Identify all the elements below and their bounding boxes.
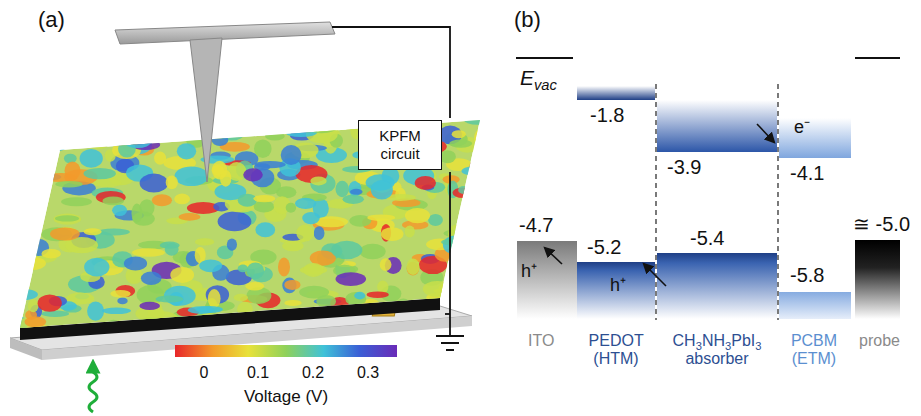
tick-label: 0 — [200, 364, 209, 382]
cantilever — [115, 22, 335, 44]
electron-arrow — [757, 124, 774, 142]
pcbm-homo — [779, 292, 851, 319]
layer-name: PCBM (ETM) — [791, 332, 837, 367]
tick-label: 0.2 — [302, 364, 324, 382]
energy-value: -1.8 — [590, 104, 624, 126]
energy-value: -4.7 — [519, 214, 553, 236]
panel-label: (b) — [514, 8, 541, 32]
layer-name: CH3NH3PbI3 absorber — [673, 332, 762, 367]
vacuum-level — [855, 57, 900, 59]
energy-value: -3.9 — [667, 156, 701, 178]
absorber-vb — [657, 253, 777, 319]
energy-value: ≅ -5.0 — [853, 213, 910, 235]
axis-title: Voltage (V) — [244, 388, 328, 407]
substrate-side — [10, 338, 42, 360]
probe-tip — [190, 38, 222, 182]
box-label: KPFM circuit — [363, 127, 437, 163]
energy-value: -5.4 — [690, 227, 724, 249]
layer-name: probe — [859, 332, 900, 350]
carrier-label: e⁻ — [794, 118, 810, 138]
carrier-label: h⁺ — [610, 276, 626, 296]
colorbar — [175, 345, 397, 357]
probe-level — [855, 240, 900, 319]
wire — [445, 313, 450, 315]
layer-name: ITO — [528, 332, 554, 350]
ground-symbol — [446, 349, 454, 351]
carrier-label: h⁺ — [521, 262, 537, 282]
panel-label: (a) — [38, 8, 65, 32]
energy-value: -5.8 — [790, 264, 824, 286]
vacuum-level — [516, 57, 573, 59]
ground-symbol — [436, 335, 464, 337]
energy-value: -4.1 — [790, 162, 824, 184]
interface — [655, 84, 656, 320]
interface — [777, 84, 778, 320]
wire — [332, 27, 450, 118]
light-arrow — [89, 366, 97, 412]
hole-arrow — [644, 264, 666, 286]
potential-map — [0, 110, 496, 340]
ito-band — [517, 241, 577, 319]
vacuum-label: Evac — [520, 66, 557, 93]
hole-arrow — [545, 248, 562, 264]
pcbm-lumo — [779, 118, 851, 158]
pedot-homo — [577, 262, 655, 319]
ground-symbol — [441, 342, 459, 344]
energy-value: -5.2 — [587, 236, 621, 258]
tick-label: 0.3 — [357, 364, 379, 382]
layer-name: PEDOT (HTM) — [589, 332, 644, 367]
circuit-box: KPFM circuit — [358, 120, 442, 170]
absorber-cb — [657, 100, 777, 152]
pedot-lumo — [577, 86, 655, 100]
wire — [449, 172, 451, 336]
tick-label: 0.1 — [247, 364, 269, 382]
